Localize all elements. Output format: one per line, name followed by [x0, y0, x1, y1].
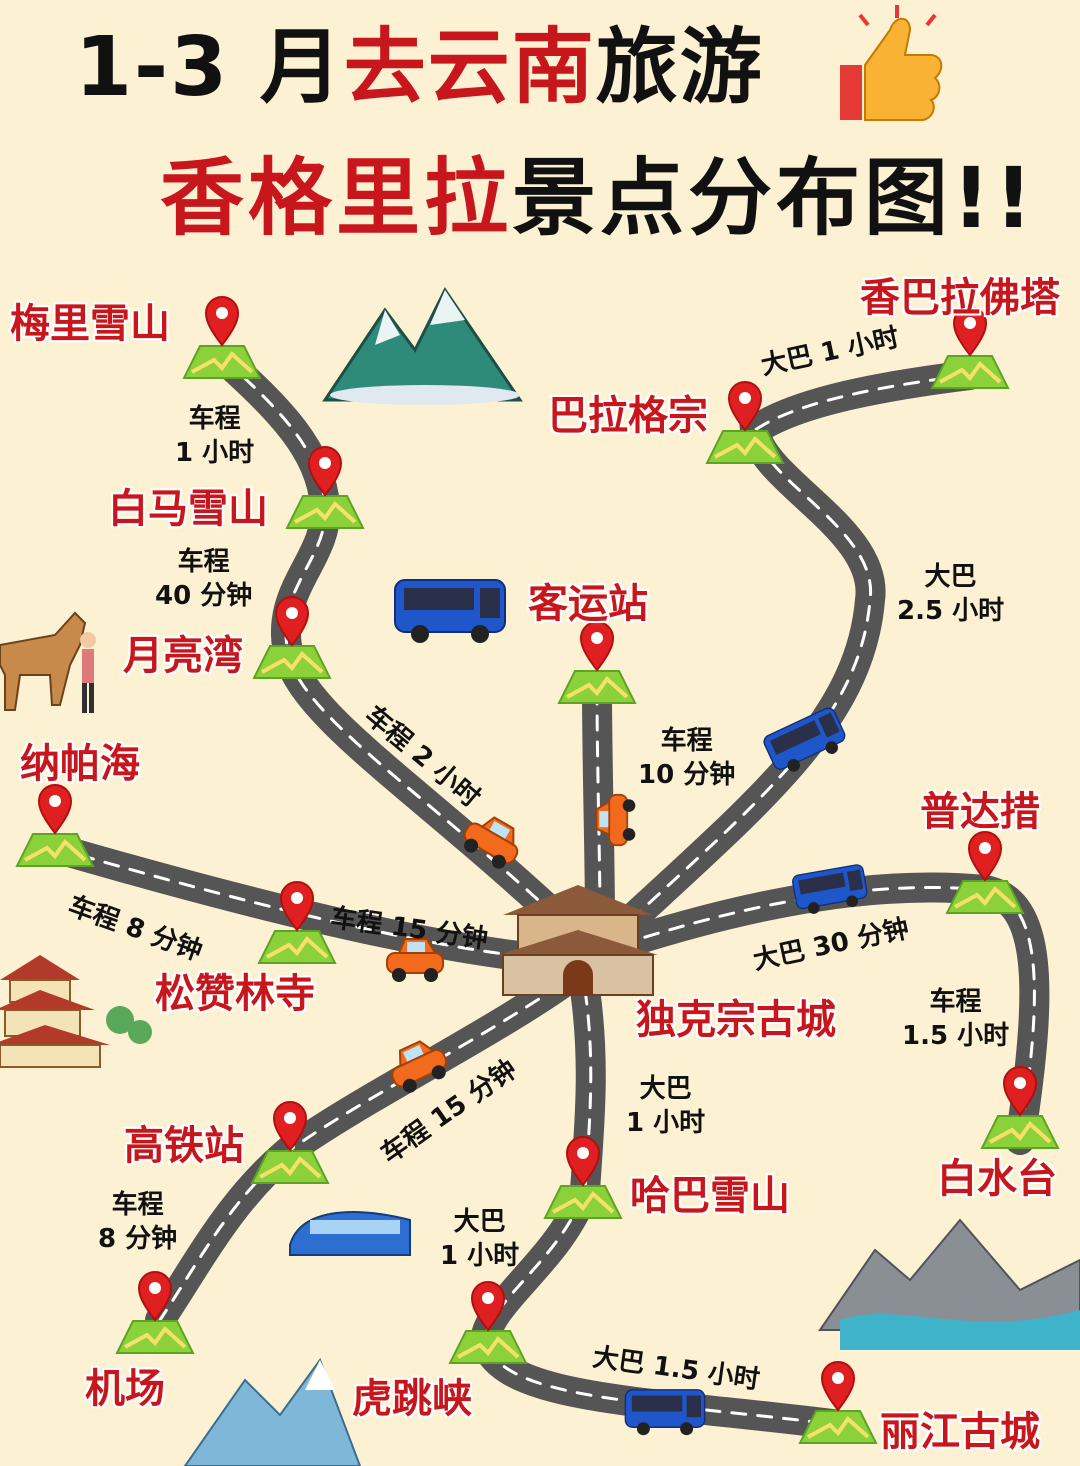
route-duration: 1.5 小时 — [902, 1021, 1010, 1051]
place-songzanlin: 松赞林寺 — [155, 971, 315, 1017]
thumbs-up-icon — [840, 5, 943, 121]
place-baima: 白马雪山 — [108, 486, 268, 532]
pagoda-icon — [0, 955, 152, 1068]
mountain-icon — [818, 1218, 1080, 1350]
route-haba-hutiao: 大巴 1 小时 — [440, 1205, 519, 1273]
place-keyunzhan: 客运站 — [528, 581, 648, 627]
place-gaotie: 高铁站 — [124, 1123, 244, 1169]
place-lijiang: 丽江古城 — [880, 1409, 1040, 1455]
bus-icon — [624, 1389, 706, 1436]
route-mode: 大巴 — [639, 1074, 692, 1104]
route-center-haba: 大巴 1 小时 — [626, 1072, 705, 1140]
place-meili: 梅里雪山 — [10, 301, 170, 347]
route-meili-baima: 车程 1 小时 — [175, 402, 254, 470]
route-mode: 大巴 — [453, 1207, 506, 1237]
route-duration: 40 分钟 — [155, 581, 253, 611]
title-region: 香格里拉 — [160, 149, 513, 247]
title-travel: 旅游 — [595, 20, 764, 115]
route-mode: 车程 — [929, 987, 982, 1017]
route-mode: 大巴 — [924, 562, 977, 592]
title-map: 景点分布图!! — [512, 149, 1037, 247]
title-destination: 去云南 — [343, 20, 596, 115]
route-balagezong-center: 大巴 2.5 小时 — [897, 560, 1004, 628]
route-duration: 1 小时 — [626, 1108, 706, 1138]
poster-title-line1: 1-3 月去云南旅游 — [75, 18, 764, 118]
place-napahai: 纳帕海 — [20, 741, 140, 787]
route-duration: 2.5 小时 — [897, 596, 1005, 626]
place-jichang: 机场 — [85, 1366, 165, 1412]
title-date: 1-3 月 — [75, 20, 344, 115]
route-mode: 车程 — [177, 547, 230, 577]
route-duration: 8 分钟 — [98, 1224, 178, 1254]
place-hutiaoxia: 虎跳峡 — [352, 1376, 472, 1422]
place-haba: 哈巴雪山 — [630, 1173, 790, 1219]
mountain-icon — [322, 287, 523, 405]
route-mode: 车程 — [111, 1190, 164, 1220]
route-baima-yueliang: 车程 40 分钟 — [155, 545, 252, 613]
place-pudacuo: 普达措 — [920, 789, 1040, 835]
poster-title-line2: 香格里拉景点分布图!! — [160, 148, 1037, 248]
route-mode: 车程 — [660, 726, 713, 756]
place-balagezong: 巴拉格宗 — [548, 393, 708, 439]
horse-icon — [0, 611, 96, 713]
place-dukezong: 独克宗古城 — [636, 997, 836, 1043]
bus-icon — [394, 579, 506, 644]
route-mode: 车程 — [188, 404, 241, 434]
route-gaotie-jichang: 车程 8 分钟 — [98, 1188, 177, 1256]
ancient-gate-icon — [498, 885, 658, 996]
mountain-icon — [183, 1357, 362, 1466]
route-duration: 10 分钟 — [638, 760, 736, 790]
place-xiangbala: 香巴拉佛塔 — [860, 275, 1060, 321]
route-pudacuo-baishuitai: 车程 1.5 小时 — [902, 985, 1009, 1053]
train-icon — [289, 1211, 411, 1256]
place-baishuitai: 白水台 — [937, 1156, 1057, 1202]
route-duration: 1 小时 — [440, 1241, 520, 1271]
place-yueliang: 月亮湾 — [123, 633, 243, 679]
route-duration: 1 小时 — [175, 438, 255, 468]
route-keyun-center: 车程 10 分钟 — [638, 724, 735, 792]
